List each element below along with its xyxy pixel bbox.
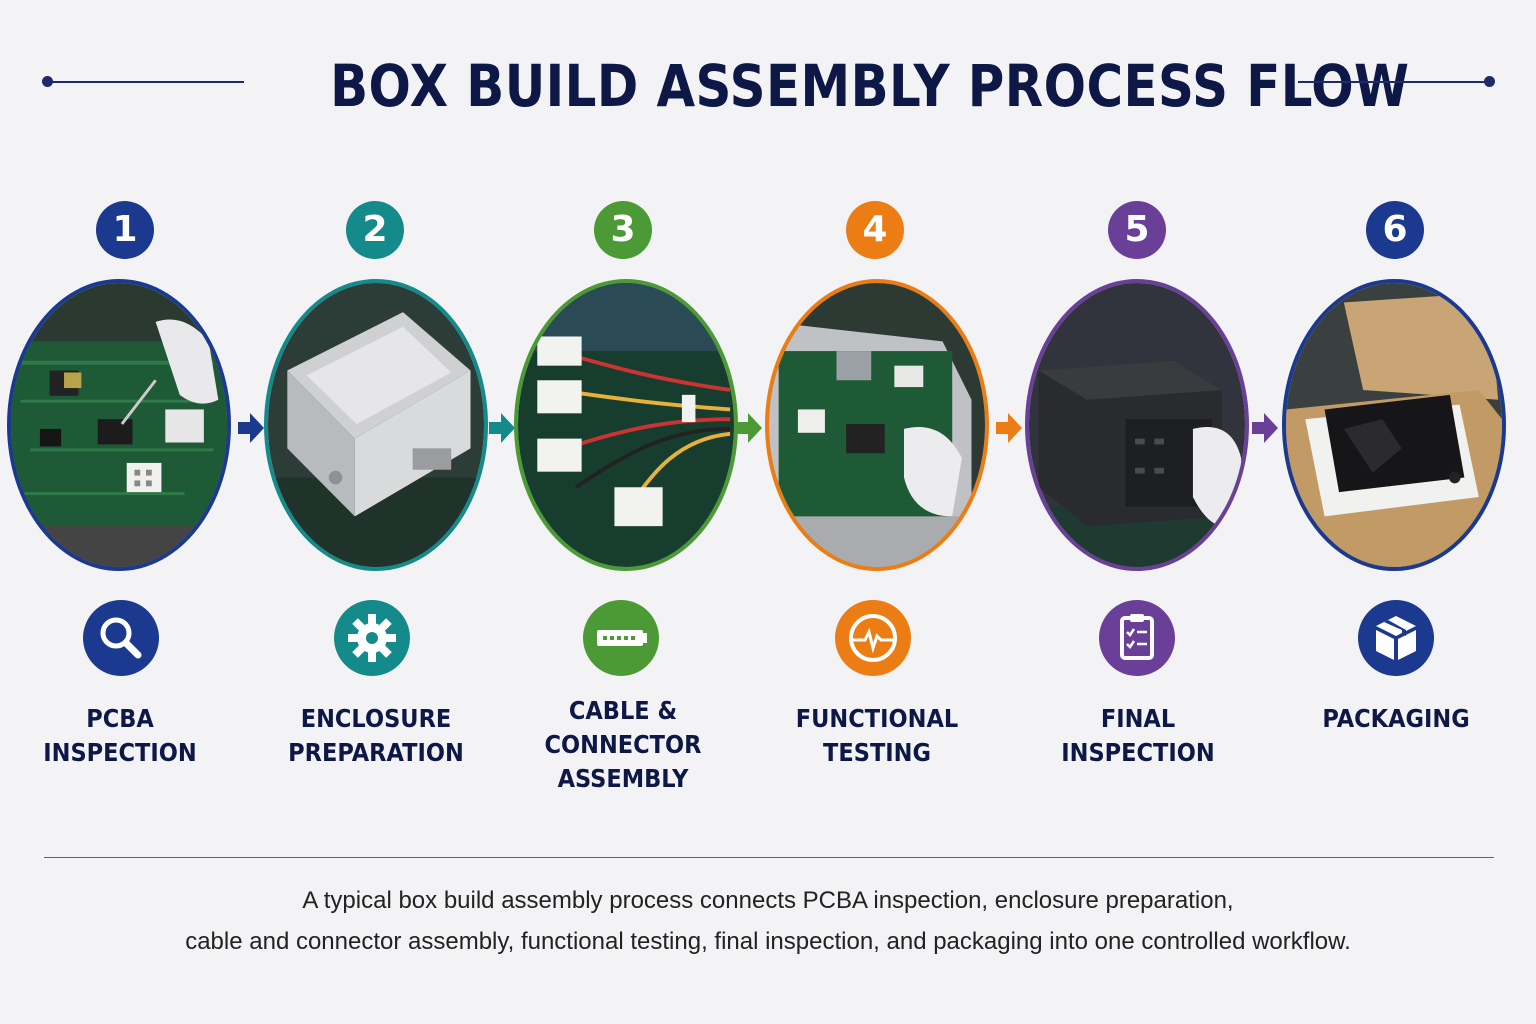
gear-icon <box>334 600 410 676</box>
checklist-icon <box>1099 600 1175 676</box>
footer-caption: A typical box build assembly process con… <box>120 880 1416 962</box>
step-photo-functional-testing <box>765 279 989 571</box>
footer-line-1: A typical box build assembly process con… <box>302 887 1234 914</box>
step-label: FUNCTIONAL TESTING <box>795 704 959 767</box>
step-photo-pcba-inspection <box>7 279 231 571</box>
step-label: ENCLOSURE PREPARATION <box>288 704 464 767</box>
step-number-badge: 6 <box>1366 201 1424 259</box>
title-dot-right <box>1484 76 1495 87</box>
footer-line-2: cable and connector assembly, functional… <box>185 928 1351 955</box>
step-photo-final-inspection <box>1025 279 1249 571</box>
flow-arrow <box>996 413 1022 443</box>
step-photo-cable-assembly <box>514 279 738 571</box>
step-number-badge: 5 <box>1108 201 1166 259</box>
title-rule-right <box>1298 81 1490 83</box>
package-icon <box>1358 600 1434 676</box>
connector-icon <box>583 600 659 676</box>
title-rule-left <box>48 81 244 83</box>
step-number-badge: 1 <box>96 201 154 259</box>
step-label: CABLE & CONNECTOR ASSEMBLY <box>544 696 702 793</box>
title-dot-left <box>42 76 53 87</box>
step-label: FINAL INSPECTION <box>1061 704 1215 767</box>
flow-arrow <box>736 413 762 443</box>
page-title: BOX BUILD ASSEMBLY PROCESS FLOW <box>330 52 1410 120</box>
step-photo-packaging <box>1282 279 1506 571</box>
step-label: PCBA INSPECTION <box>43 704 197 767</box>
step-number-badge: 3 <box>594 201 652 259</box>
magnifier-icon <box>83 600 159 676</box>
pulse-icon <box>835 600 911 676</box>
step-number-badge: 2 <box>346 201 404 259</box>
flow-arrow <box>1252 413 1278 443</box>
footer-divider <box>44 857 1494 858</box>
step-photo-enclosure-preparation <box>264 279 488 571</box>
step-label: PACKAGING <box>1322 704 1470 733</box>
flow-arrow <box>238 413 264 443</box>
step-number-badge: 4 <box>846 201 904 259</box>
flow-arrow <box>489 413 515 443</box>
title-row: BOX BUILD ASSEMBLY PROCESS FLOW <box>0 48 1536 128</box>
